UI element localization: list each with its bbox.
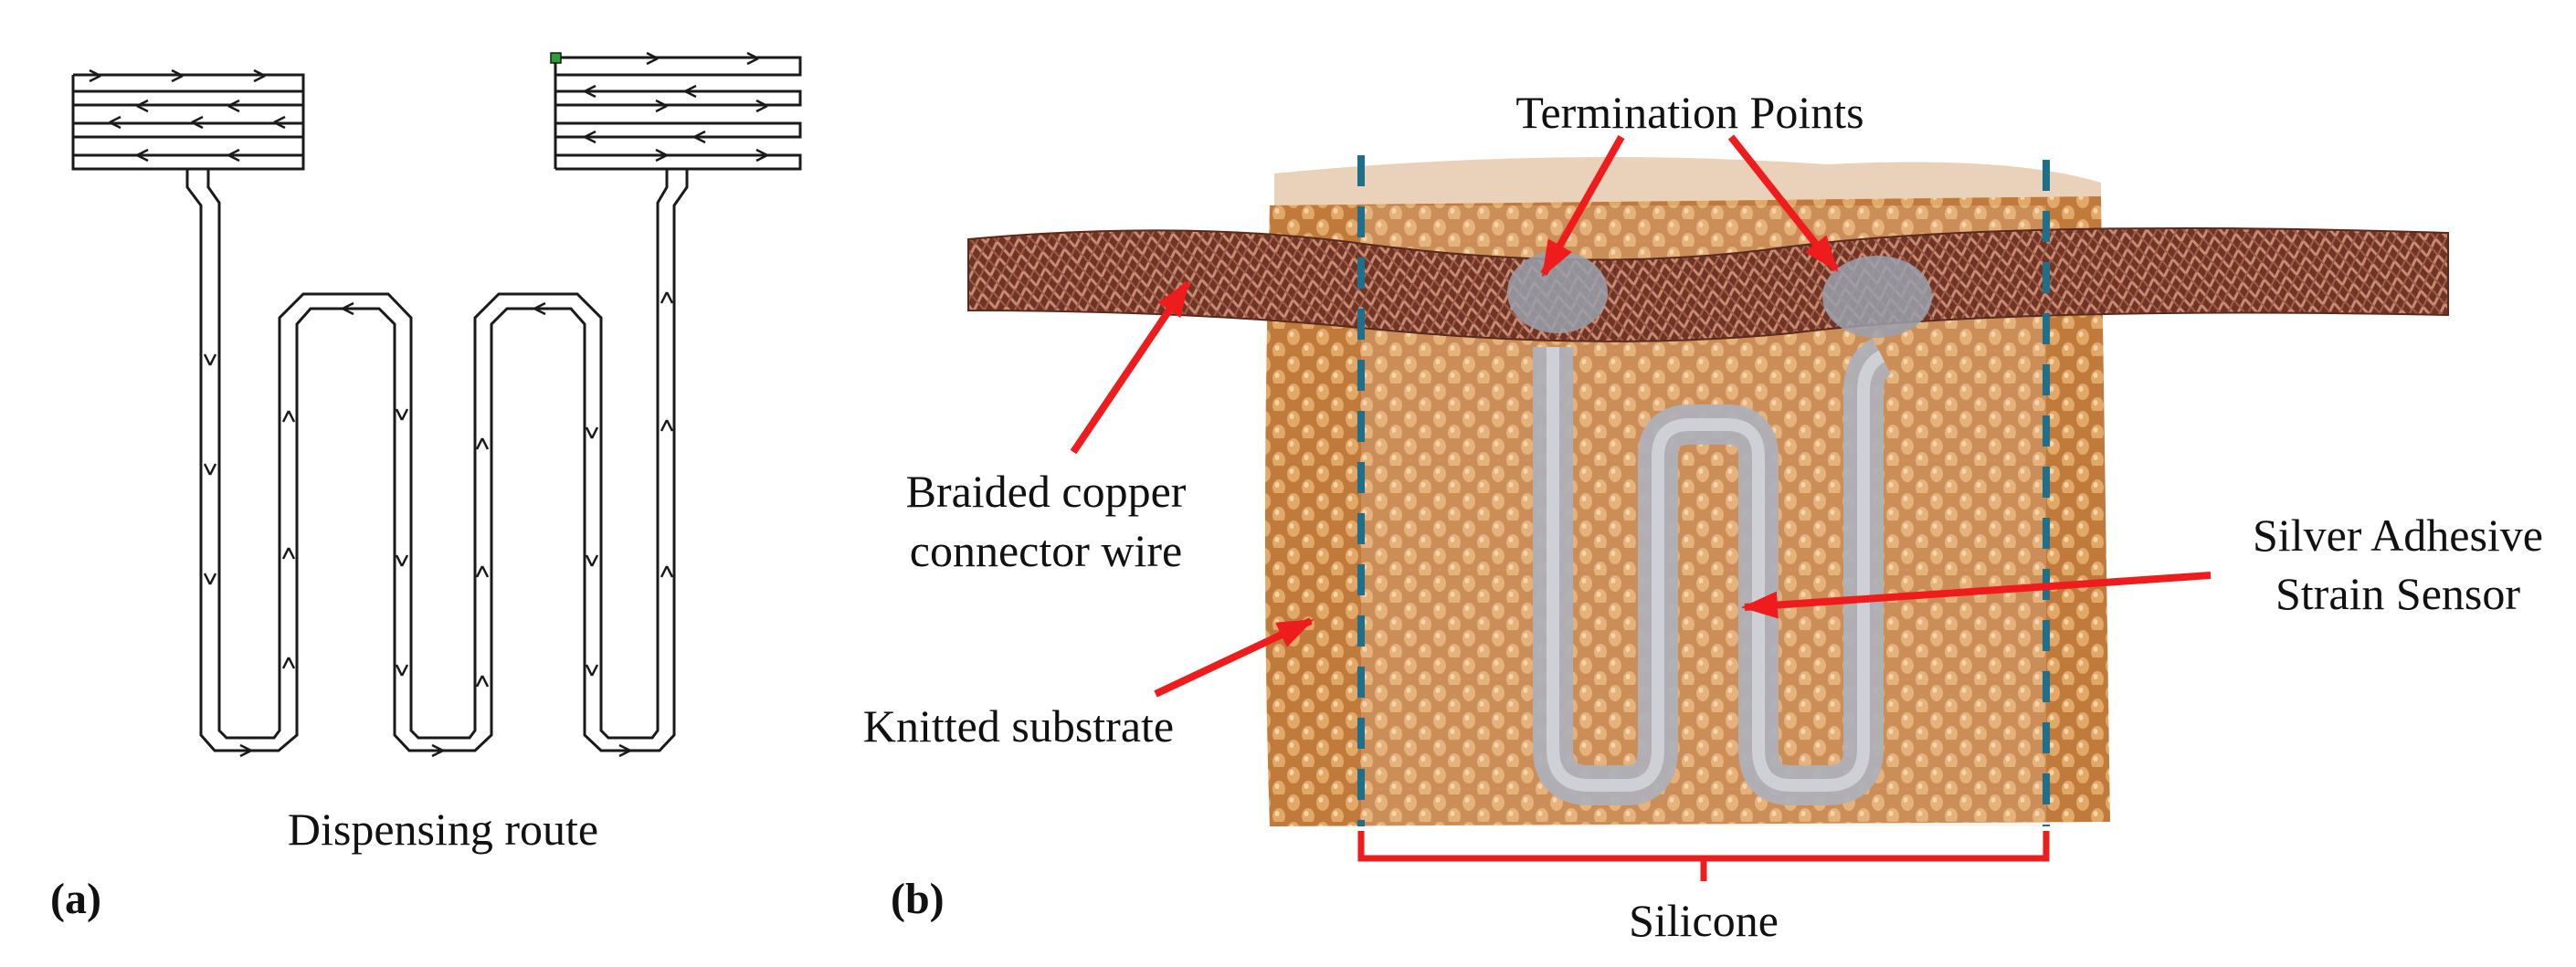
left-contact-pad: [71, 73, 305, 171]
silicone-bracket: [1357, 831, 2050, 881]
termination-point-right: [1822, 256, 1932, 338]
panel-b-label: (b): [891, 875, 945, 923]
inner-route-trace: [206, 169, 669, 740]
arrow-knitted-substrate: [1154, 617, 1314, 698]
dispensing-route-diagram: [71, 51, 802, 758]
sensor-photograph: [967, 134, 2449, 881]
arrow-termination-right: [1727, 134, 1840, 273]
arrow-braided-wire: [1070, 279, 1191, 455]
termination-point-left: [1507, 251, 1608, 333]
label-silicone: Silicone: [1629, 895, 1779, 946]
label-braided-wire-line1: Braided copper: [906, 466, 1187, 517]
braided-copper-wire: [967, 227, 2449, 342]
route-direction-arrows: [89, 51, 768, 758]
label-termination-points: Termination Points: [1515, 87, 1863, 138]
arrow-silver-sensor: [1741, 572, 2212, 619]
label-braided-wire-line2: connector wire: [910, 525, 1182, 576]
left-neck: [185, 169, 689, 752]
label-knitted-substrate: Knitted substrate: [863, 700, 1174, 752]
knitted-substrate: [1265, 196, 2110, 826]
annotation-arrows: [1070, 134, 2212, 698]
label-silver-sensor-line1: Silver Adhesive: [2253, 510, 2543, 561]
dispensing-route-caption: Dispensing route: [288, 804, 598, 855]
panel-a-label: (a): [50, 875, 101, 923]
arrow-termination-left: [1540, 135, 1625, 278]
label-silver-sensor-line2: Strain Sensor: [2275, 568, 2520, 619]
route-start-marker: [550, 52, 562, 64]
